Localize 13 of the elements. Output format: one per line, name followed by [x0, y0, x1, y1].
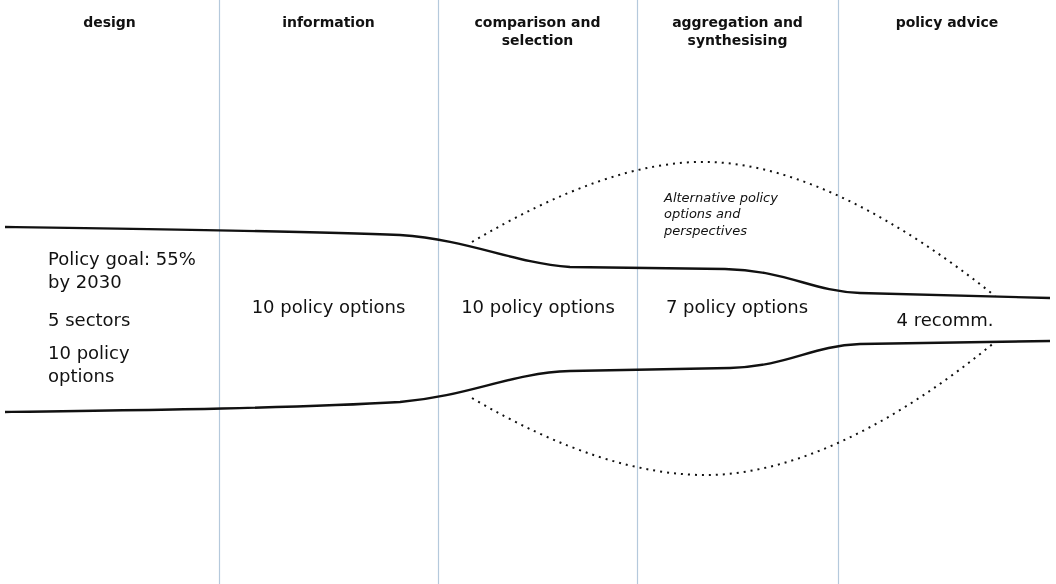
column-heading: information [281, 14, 376, 32]
stage-text: 7 policy options [664, 296, 810, 319]
column-heading: comparison and selection [473, 14, 602, 49]
stage-text: Policy goal: 55% by 2030 [48, 248, 197, 293]
column-heading: policy advice [894, 14, 1000, 32]
stage-text: 10 policy options [48, 342, 131, 387]
column-heading: aggregation and synthesising [671, 14, 804, 49]
column-heading: design [82, 14, 137, 32]
annotation-text: Alternative policy options and perspectives [664, 190, 779, 239]
stage-text: 10 policy options [250, 296, 407, 319]
stage-text: 10 policy options [460, 296, 616, 319]
stage-text: 5 sectors [48, 309, 132, 332]
stage-text: 4 recomm. [895, 309, 995, 332]
